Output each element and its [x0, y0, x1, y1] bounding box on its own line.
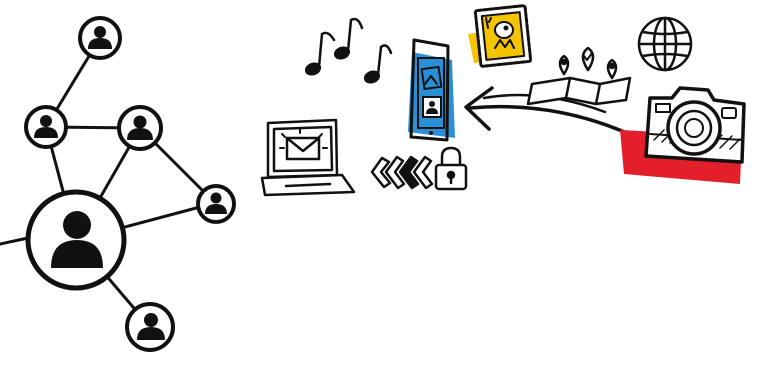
- map-pin: [583, 48, 593, 70]
- network-node-left: [26, 107, 66, 147]
- network-node-center: [28, 192, 124, 288]
- music-notes-icon: [305, 19, 391, 84]
- globe-icon: [639, 18, 691, 70]
- smartphone-icon: [408, 40, 455, 140]
- padlock-icon: [436, 148, 466, 189]
- person-icon: [423, 97, 441, 117]
- chevron-left-icon: [372, 157, 432, 188]
- network-node-right: [198, 186, 234, 222]
- camera-icon: [620, 88, 744, 184]
- map-pin: [608, 60, 616, 78]
- network-node-middle: [119, 107, 161, 149]
- laptop-icon: [262, 120, 354, 195]
- network-edges: [0, 38, 215, 327]
- map-pins-icon: [528, 48, 630, 104]
- network-node-top: [80, 18, 120, 58]
- social-network-graph: [0, 38, 215, 327]
- map-pin: [560, 56, 568, 74]
- network-node-bottom: [127, 304, 173, 350]
- postage-stamp-icon: [468, 6, 531, 67]
